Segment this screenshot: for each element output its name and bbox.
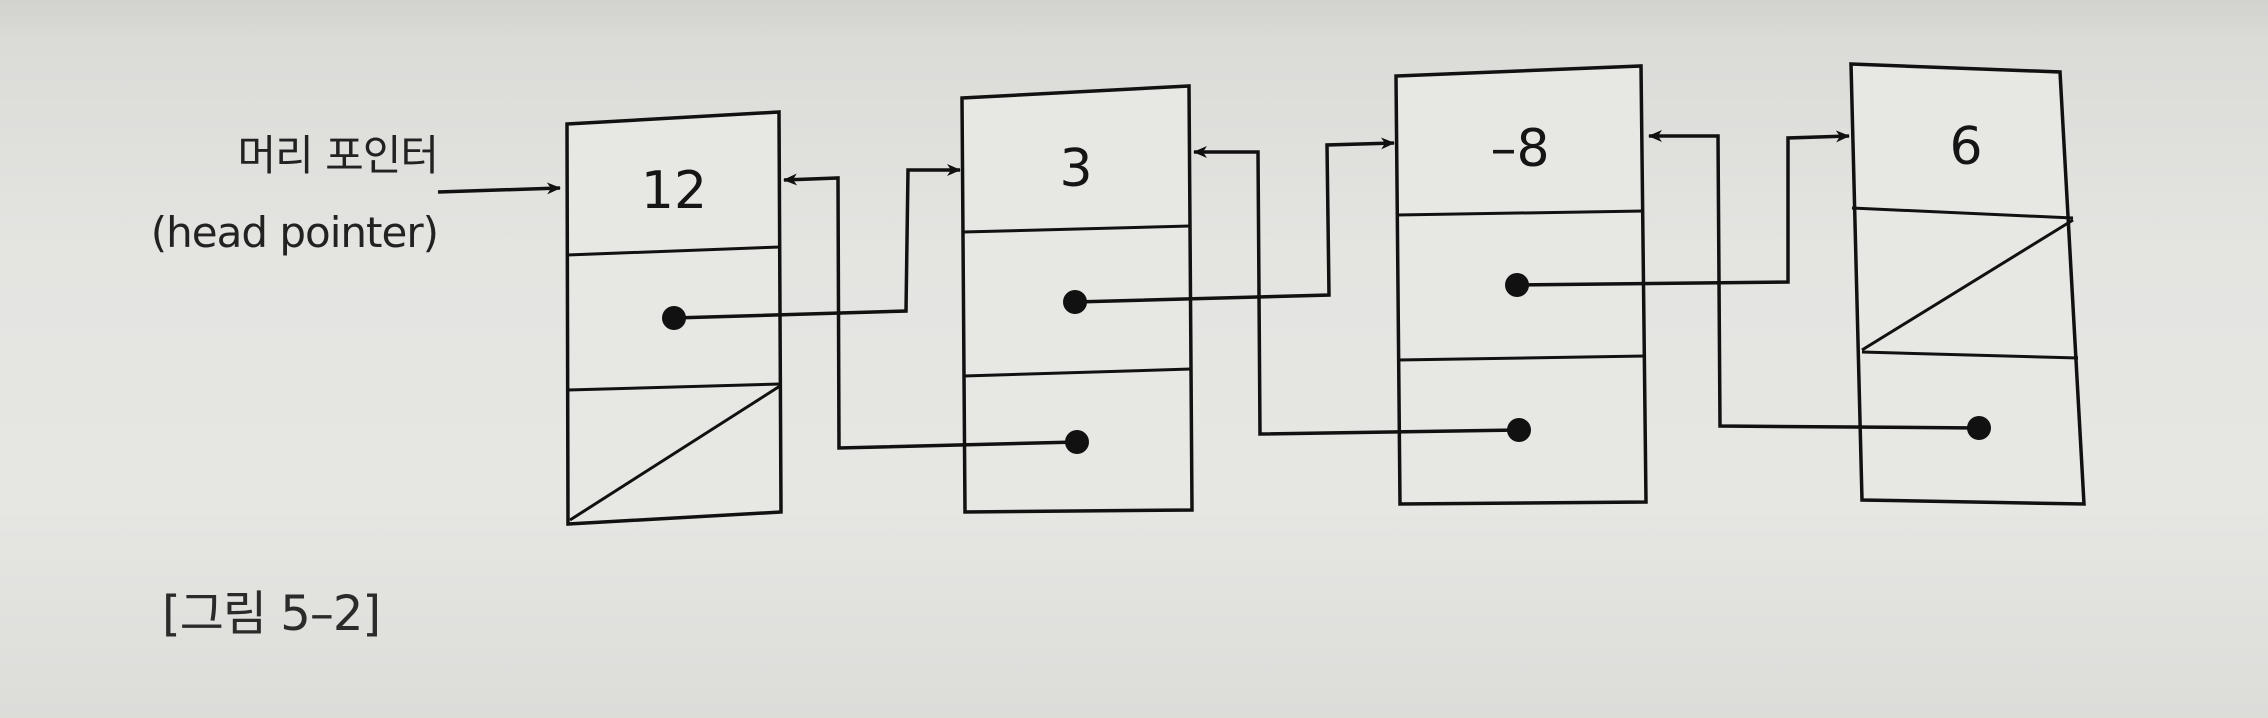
- next-link-1-to-2: [673, 164, 961, 320]
- null-prev-slash: [569, 384, 781, 522]
- head-pointer-label-english: (head pointer): [150, 208, 439, 257]
- next-link-2-to-3: [1074, 137, 1395, 304]
- node-value: 3: [1059, 139, 1092, 199]
- page-top-shadow: [0, 0, 2268, 40]
- null-next-slash: [1861, 218, 2074, 352]
- head-pointer-arrow: [437, 182, 561, 195]
- figure-caption: [그림 5–2]: [162, 586, 381, 642]
- next-link-3-to-4: [1516, 130, 1850, 287]
- node-2: 3: [960, 84, 1194, 514]
- head-pointer-label-korean: 머리 포인터: [237, 131, 439, 180]
- prev-link-4-to-3: [1648, 130, 1980, 430]
- node-4: 6: [1849, 62, 2086, 506]
- node-value: –8: [1490, 119, 1549, 179]
- node-value: 6: [1949, 117, 1982, 177]
- prev-link-3-to-2: [1193, 146, 1520, 436]
- node-value: 12: [641, 161, 707, 221]
- prev-link-2-to-1: [783, 173, 1078, 450]
